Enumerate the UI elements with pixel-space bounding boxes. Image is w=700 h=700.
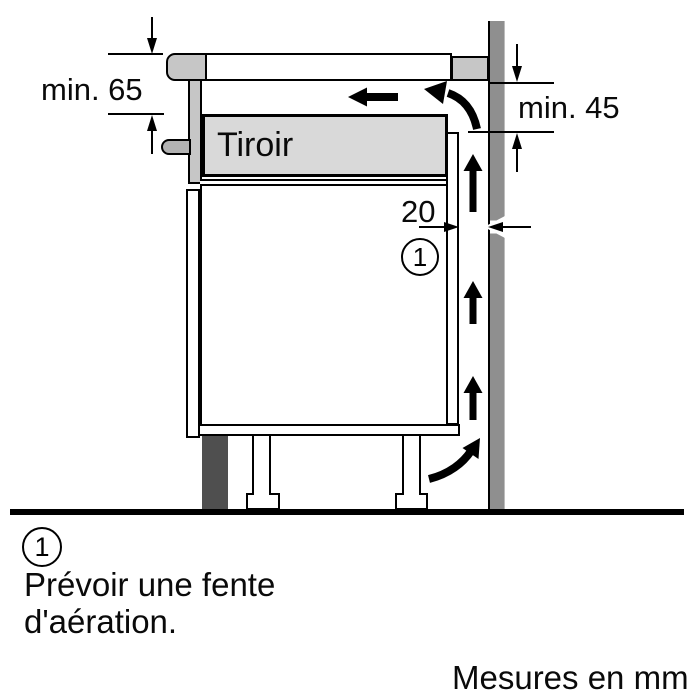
drawer-box: Tiroir: [202, 114, 448, 177]
dim-min45-label: min. 45: [518, 90, 620, 125]
legend-note-line1: Prévoir une fente: [24, 566, 276, 603]
airflow-arrow-left: [348, 87, 398, 107]
callout-1-number: 1: [412, 241, 428, 272]
drawer-label: Tiroir: [217, 126, 294, 164]
leg-front-foot: [246, 493, 280, 510]
leg-back-foot: [395, 493, 428, 510]
airflow-arrow-bottom-curve: [427, 438, 480, 483]
wall-trim-right: [451, 56, 489, 81]
leg-back-stem: [402, 436, 421, 495]
drawer-handle: [161, 139, 191, 155]
airflow-arrow-up-2: [463, 281, 483, 324]
legend-callout-badge: 1: [22, 527, 62, 567]
airflow-arrow-up-1: [463, 154, 483, 212]
cabinet-interior: [200, 186, 447, 425]
floor-line: [10, 509, 684, 515]
drawer-front-upper-panel: [188, 79, 202, 184]
back-rail-panel: [446, 132, 459, 425]
units-label: Mesures en mm: [452, 659, 689, 696]
under-drawer-rail: [200, 179, 448, 186]
cabinet-bottom-panel: [198, 424, 460, 436]
gap-dim-label: 20: [401, 194, 436, 229]
callout-1-badge: 1: [401, 238, 439, 276]
hob-trim-left: [166, 53, 207, 81]
wall: [488, 21, 505, 510]
door-front-panel: [186, 189, 200, 438]
legend-note-line2: d'aération.: [24, 603, 178, 640]
plinth-panel: [202, 436, 228, 509]
airflow-arrow-up-3: [463, 376, 483, 420]
legend-callout-number: 1: [34, 531, 50, 562]
worktop: [204, 53, 452, 81]
leg-front-stem: [252, 436, 271, 495]
dim-min65-label: min. 65: [41, 72, 143, 107]
